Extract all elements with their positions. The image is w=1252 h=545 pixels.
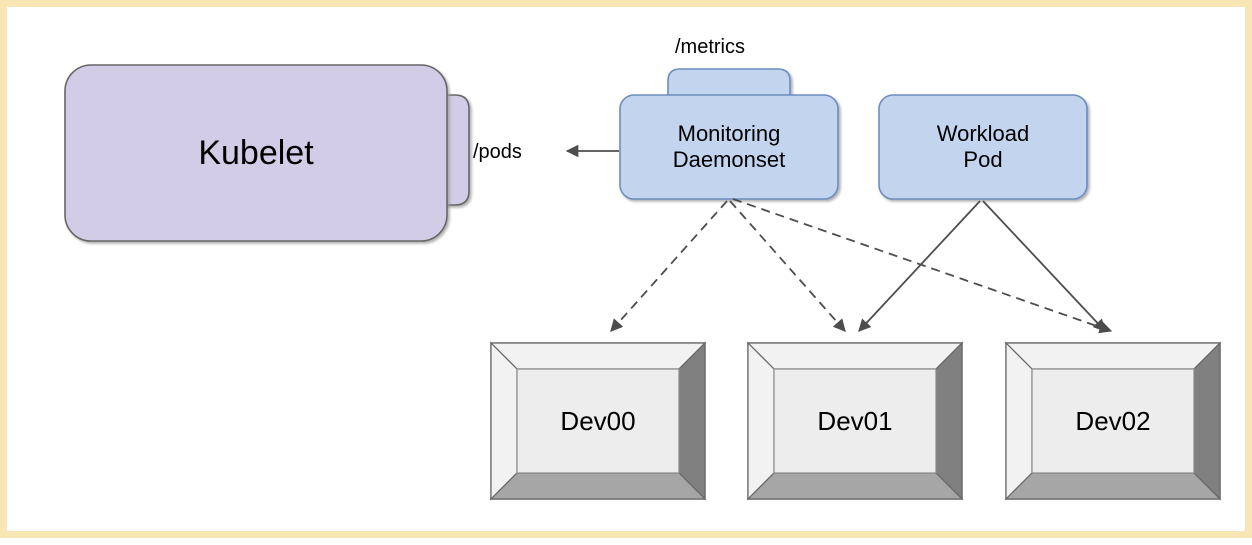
edge-monitoring-to-dev02 (732, 198, 1113, 334)
workload-pod-body (878, 94, 1088, 200)
dev00-face (516, 368, 680, 474)
edge-monitoring-to-dev00 (610, 200, 728, 332)
edge-monitoring-to-dev01 (729, 200, 846, 332)
diagram-vector-layer (64, 64, 1222, 501)
edge-label-metrics: /metrics (675, 36, 745, 58)
edge-line-workload-dev01 (858, 200, 981, 332)
node-dev02[interactable] (1004, 341, 1222, 501)
dev02-face (1031, 368, 1195, 474)
edge-workload-to-dev02 (982, 200, 1106, 332)
kubelet-body (64, 64, 448, 242)
edge-label-pods: /pods (473, 141, 522, 163)
edge-line-dev01 (729, 200, 846, 332)
node-kubelet[interactable] (64, 64, 470, 242)
node-monitoring-daemonset[interactable] (619, 68, 839, 200)
edge-line-dev00 (610, 200, 728, 332)
edge-line-dev02 (732, 198, 1113, 334)
node-dev00[interactable] (489, 341, 707, 501)
edge-workload-to-dev01 (858, 200, 981, 332)
node-dev01[interactable] (746, 341, 964, 501)
node-workload-pod[interactable] (878, 94, 1088, 200)
monitoring-daemonset-body (619, 94, 839, 200)
edge-line-workload-dev02 (982, 200, 1106, 332)
dev01-face (773, 368, 937, 474)
